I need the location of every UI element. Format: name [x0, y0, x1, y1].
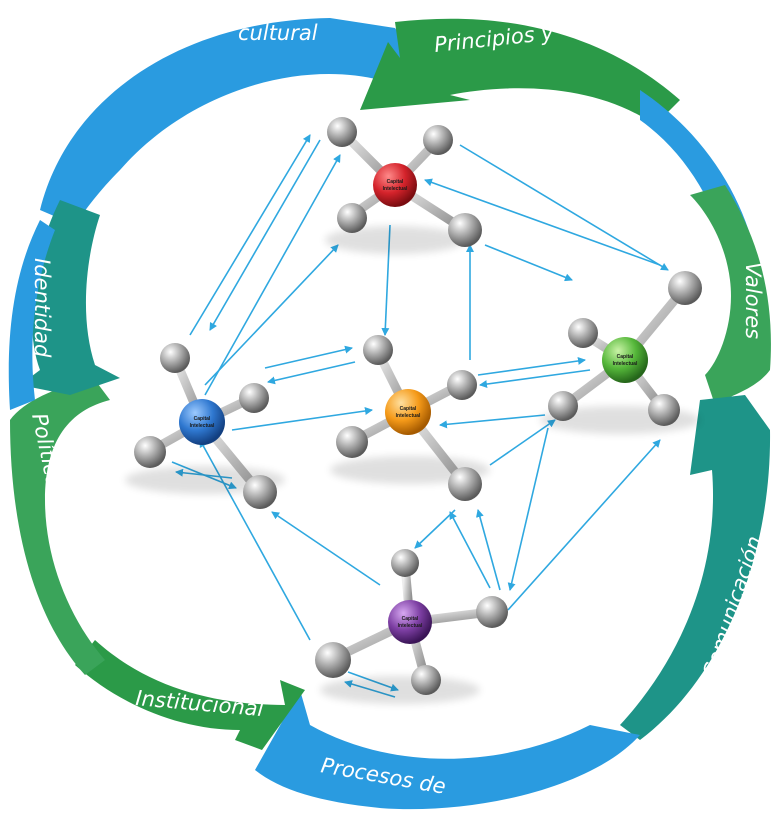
- node-purple-label-2: Intelectual: [398, 623, 423, 629]
- atom: [363, 335, 393, 365]
- node-orange-label-2: Intelectual: [396, 413, 421, 419]
- connector: [489, 419, 556, 466]
- valores-arrow: [690, 185, 771, 405]
- node-blue-label-1: Capital: [194, 416, 211, 422]
- node-green-label-1: Capital: [617, 354, 634, 360]
- connector: [414, 509, 456, 549]
- atom: [668, 271, 702, 305]
- atom: [243, 475, 277, 509]
- atom: [327, 117, 357, 147]
- atom: [391, 549, 419, 577]
- connector: [479, 369, 591, 389]
- node-purple: [388, 600, 432, 644]
- connector: [459, 144, 669, 271]
- molecule-red: Capital Intelectual: [325, 117, 482, 254]
- node-blue-label-2: Intelectual: [190, 423, 215, 429]
- molecule-orange: Capital Intelectual: [330, 335, 490, 501]
- node-blue: [179, 399, 225, 445]
- comunicacion-arrow: [620, 395, 771, 740]
- atom: [447, 370, 477, 400]
- connector: [475, 509, 501, 591]
- institucional-arrow: [75, 640, 305, 750]
- atom: [448, 467, 482, 501]
- cycle-ring: [8, 18, 771, 810]
- molecule-green: Capital Intelectual: [540, 271, 702, 434]
- node-green: [602, 337, 648, 383]
- connector: [189, 134, 311, 336]
- connector: [271, 511, 381, 586]
- label-valores: Valores: [741, 262, 765, 339]
- connector: [484, 244, 573, 282]
- connector: [231, 407, 373, 431]
- atom: [648, 394, 680, 426]
- atom: [411, 665, 441, 695]
- label-cultural: cultural: [238, 21, 318, 45]
- connector-arrows: [171, 134, 669, 698]
- connector: [424, 178, 661, 266]
- node-red-label-1: Capital: [387, 179, 404, 185]
- atom: [336, 426, 368, 458]
- left-upper-band: [8, 220, 55, 410]
- politica-band: [10, 380, 110, 675]
- atom: [548, 391, 578, 421]
- atom: [160, 343, 190, 373]
- cultural-band: [40, 18, 420, 225]
- node-purple-label-1: Capital: [402, 616, 419, 622]
- atom: [423, 125, 453, 155]
- procesos-arrow: [255, 690, 640, 810]
- connector: [204, 244, 339, 386]
- principios-arrow: [360, 18, 680, 125]
- molecule-blue: Capital Intelectual: [125, 343, 285, 509]
- connector: [204, 154, 341, 396]
- connector: [439, 414, 546, 429]
- connector: [449, 511, 491, 589]
- connector: [267, 361, 356, 385]
- atom: [134, 436, 166, 468]
- node-red-label-2: Intelectual: [383, 186, 408, 192]
- atom: [239, 383, 269, 413]
- connector: [264, 345, 353, 369]
- atom: [476, 596, 508, 628]
- atom: [337, 203, 367, 233]
- node-orange: [385, 389, 431, 435]
- node-orange-label-1: Capital: [400, 406, 417, 412]
- connector: [507, 427, 549, 591]
- atom: [568, 318, 598, 348]
- molecule-purple: Capital Intelectual: [315, 549, 508, 704]
- node-red: [373, 163, 417, 207]
- connector: [477, 357, 586, 376]
- connector: [507, 439, 661, 611]
- node-green-label-2: Intelectual: [613, 361, 638, 367]
- atom: [448, 213, 482, 247]
- atom: [315, 642, 351, 678]
- label-identidad: Identidad: [30, 258, 54, 358]
- connector: [209, 139, 321, 331]
